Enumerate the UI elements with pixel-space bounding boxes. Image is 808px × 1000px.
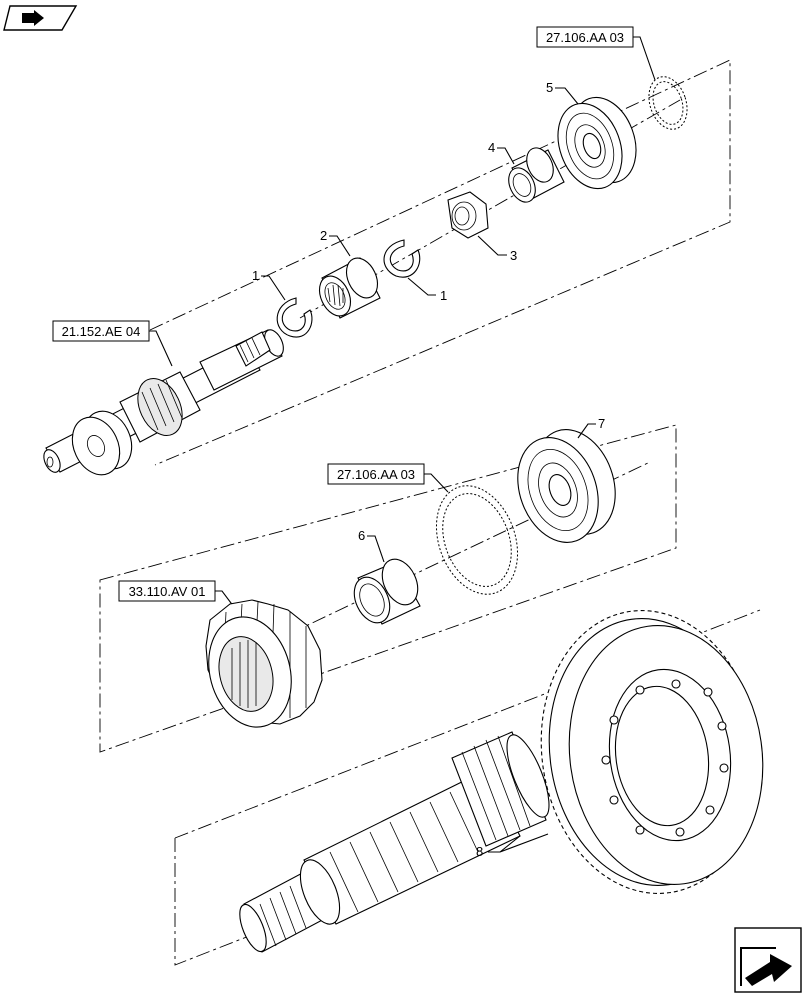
reference-box-bearing-ring-middle[interactable]: 27.106.AA 03 bbox=[327, 463, 449, 493]
reference-box-bearing-ring-top[interactable]: 27.106.AA 03 bbox=[536, 26, 656, 81]
reference-label: 21.152.AE 04 bbox=[62, 324, 141, 339]
nut bbox=[447, 191, 489, 239]
callout-1-left: 1 bbox=[252, 268, 259, 283]
callout-1-right: 1 bbox=[440, 288, 447, 303]
bearing-lower bbox=[517, 429, 616, 543]
reference-label: 33.110.AV 01 bbox=[129, 584, 206, 599]
bushing-lower bbox=[353, 558, 421, 625]
bearing-ring-middle bbox=[435, 485, 519, 595]
bevel-crown-gear bbox=[540, 610, 764, 894]
group-boundary-bottom bbox=[174, 609, 761, 966]
axis-line-top bbox=[299, 99, 681, 319]
needle-bearing bbox=[318, 257, 381, 319]
book-arrow-icon[interactable] bbox=[3, 5, 78, 31]
main-shaft bbox=[43, 329, 284, 476]
callout-5: 5 bbox=[546, 80, 553, 95]
bearing-top bbox=[557, 96, 637, 190]
reference-label: 27.106.AA 03 bbox=[546, 30, 624, 45]
callout-6: 6 bbox=[358, 528, 365, 543]
callout-7: 7 bbox=[598, 416, 605, 431]
group-boundary-top bbox=[149, 59, 731, 466]
reference-box-gear-group[interactable]: 33.110.AV 01 bbox=[118, 580, 241, 616]
callout-4: 4 bbox=[488, 140, 495, 155]
bearing-ring-top bbox=[648, 76, 688, 130]
spur-gear bbox=[205, 599, 323, 728]
reference-box-shaft-group[interactable]: 21.152.AE 04 bbox=[52, 320, 173, 367]
next-page-arrow-icon[interactable] bbox=[734, 927, 802, 993]
callout-2: 2 bbox=[320, 228, 327, 243]
group-boundary-middle bbox=[99, 424, 677, 753]
snap-ring-right bbox=[383, 239, 421, 278]
bushing-top bbox=[508, 147, 565, 203]
callout-3: 3 bbox=[510, 248, 517, 263]
snap-ring-left bbox=[276, 297, 313, 338]
pinion-shaft bbox=[239, 731, 550, 953]
reference-label: 27.106.AA 03 bbox=[337, 467, 415, 482]
callout-8: 8 bbox=[476, 844, 483, 859]
